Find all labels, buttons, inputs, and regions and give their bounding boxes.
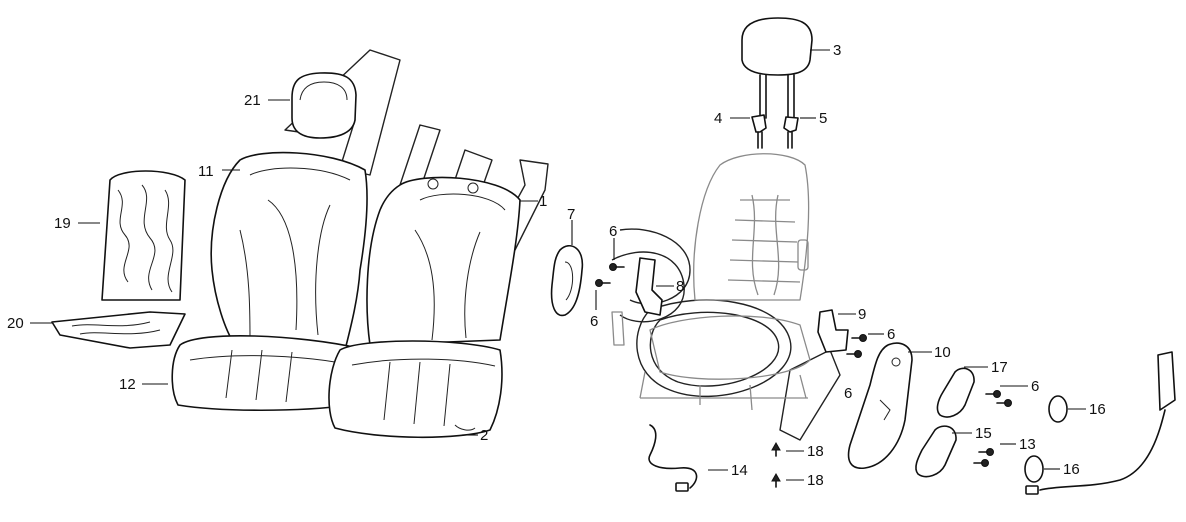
callout-12: 12 [119, 376, 136, 393]
callout-10: 10 [934, 344, 951, 361]
callout-15: 15 [975, 425, 992, 442]
callout-3: 3 [833, 42, 841, 59]
callout-16-b: 16 [1063, 461, 1080, 478]
callout-21: 21 [244, 92, 261, 109]
side-shield [847, 342, 913, 470]
callout-18-b: 18 [807, 472, 824, 489]
callout-6-b: 6 [590, 313, 598, 330]
callout-7: 7 [567, 206, 575, 223]
callout-6-d: 6 [844, 385, 852, 402]
callout-11: 11 [198, 163, 214, 180]
upper-side-cover [936, 367, 975, 418]
callout-17: 17 [991, 359, 1008, 376]
callout-6-c: 6 [887, 326, 895, 343]
bracket [635, 257, 663, 316]
callout-18-a: 18 [807, 443, 824, 460]
callout-16-a: 16 [1089, 401, 1106, 418]
side-trim-cover [550, 245, 584, 317]
trim-rings [1024, 395, 1068, 483]
lower-side-cover [915, 425, 957, 478]
front-headrest [291, 72, 357, 139]
callout-2: 2 [480, 427, 488, 444]
callout-4: 4 [714, 110, 722, 127]
callout-labels: 1 2 3 4 5 6 6 6 6 6 7 8 9 10 11 12 13 14… [7, 42, 1106, 489]
callout-6-e: 6 [1031, 378, 1039, 395]
leader-lines [30, 49, 1086, 481]
rear-headrest [741, 17, 813, 119]
callout-20: 20 [7, 315, 24, 332]
right-seat-cushion [328, 340, 503, 439]
wiring-harness [648, 424, 698, 492]
backrest-heater-mat [101, 170, 186, 301]
left-seat-backrest [210, 151, 368, 351]
callout-14: 14 [731, 462, 748, 479]
headrest-guides [751, 114, 799, 149]
callout-13: 13 [1019, 436, 1036, 453]
callout-1: 1 [539, 193, 547, 210]
callout-19: 19 [54, 215, 71, 232]
screws [595, 263, 1012, 488]
sensor-harness [1025, 351, 1176, 495]
seat-frame [611, 153, 811, 411]
right-seat-backrest [366, 176, 521, 346]
callout-5: 5 [819, 110, 827, 127]
cushion-heater-mat [51, 311, 186, 349]
callout-8: 8 [676, 278, 684, 295]
callout-9: 9 [858, 306, 866, 323]
side-bracket [817, 309, 849, 353]
callout-6-a: 6 [609, 223, 617, 240]
